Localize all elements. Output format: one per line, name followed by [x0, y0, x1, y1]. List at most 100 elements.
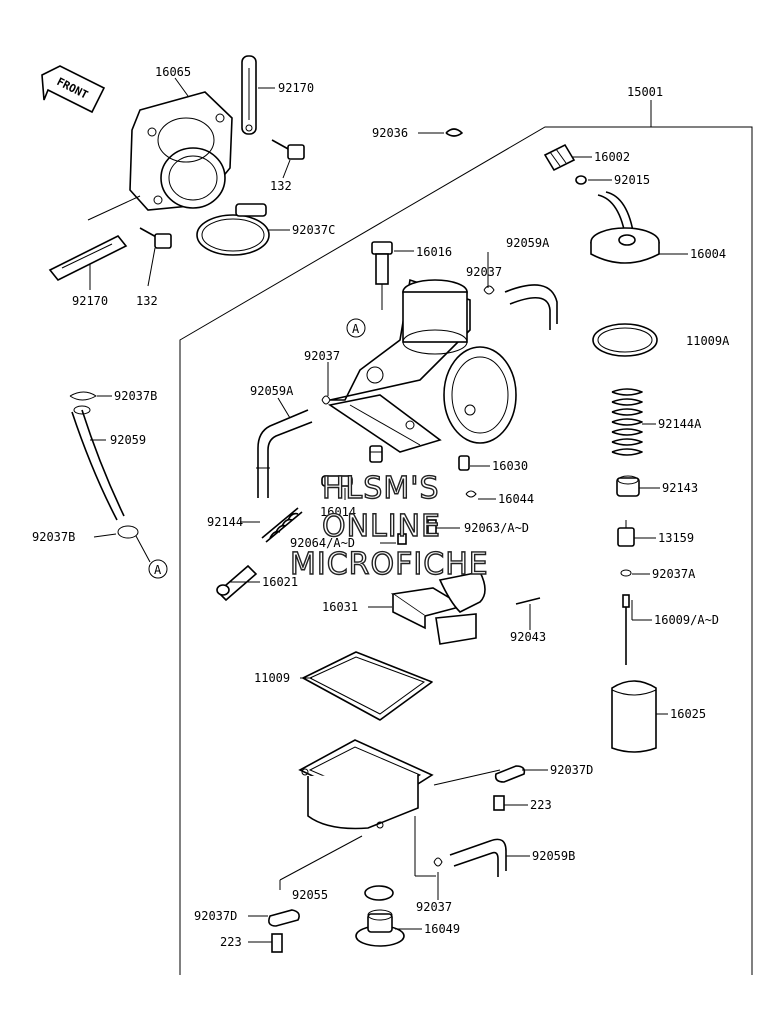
label-16065: 16065: [155, 65, 191, 79]
clip-13159: [617, 520, 635, 547]
main-jet-16014: [321, 475, 353, 487]
clamp-92037c: [196, 203, 270, 256]
label-16009: 16009/A~D: [654, 613, 719, 627]
label-16044: 16044: [498, 492, 534, 506]
part-92064: [397, 533, 407, 545]
label-92063: 92063/A~D: [464, 521, 529, 535]
hose-92059-end: [73, 405, 91, 415]
label-16025: 16025: [670, 707, 706, 721]
label-16031: 16031: [322, 600, 358, 614]
bolt-132-top: [271, 139, 305, 160]
label-92037b-lower: 92037B: [32, 530, 75, 544]
label-92144a: 92144A: [658, 417, 702, 431]
top-cap-16004: [590, 191, 660, 264]
label-132-top: 132: [270, 179, 292, 193]
label-92144: 92144: [207, 515, 243, 529]
leader-lines: [89, 77, 688, 943]
bolt-132-bottom: [139, 227, 172, 249]
throttle-valve-16025: [611, 680, 657, 753]
screw-223-right: [493, 795, 505, 811]
label-92059a-left: 92059A: [250, 384, 294, 398]
callout-a-lower: A: [148, 559, 168, 579]
label-92037a: 92037A: [652, 567, 696, 581]
hose-92059b: [449, 838, 507, 877]
pilot-jet: [369, 445, 383, 463]
svg-text:A: A: [352, 322, 360, 336]
gasket-11009: [302, 651, 433, 721]
callout-a-upper: A: [346, 318, 366, 338]
insulator-16065: [129, 91, 233, 211]
label-92064: 92064/A~D: [290, 536, 355, 550]
label-92170-top: 92170: [278, 81, 314, 95]
watermark-line-2: ONLINE: [322, 509, 441, 544]
nut-92015: [575, 175, 587, 185]
jet-16030: [458, 455, 470, 471]
pin-92043: [515, 597, 541, 605]
label-16030: 16030: [492, 459, 528, 473]
watermark: HLSM'S ONLINE MICROFICHE: [289, 470, 489, 582]
watermark-line-3: MICROFICHE: [290, 547, 489, 582]
hose-92059a-left: [257, 409, 313, 498]
plate-92037d-right: [494, 765, 526, 783]
label-223-right: 223: [530, 798, 552, 812]
label-15001: 15001: [627, 85, 663, 99]
label-13159: 13159: [658, 531, 694, 545]
spring-92144: [261, 507, 303, 543]
part-92063: [427, 519, 437, 535]
label-16014: 16014: [320, 505, 356, 519]
label-92059b: 92059B: [532, 849, 575, 863]
label-132-bottom: 132: [136, 294, 158, 308]
assembly-bracket: [179, 126, 753, 975]
label-223-left: 223: [220, 935, 242, 949]
label-92170-bottom: 92170: [72, 294, 108, 308]
retainer-92143: [616, 475, 640, 497]
label-92037-low: 92037: [416, 900, 452, 914]
drain-plug-16049: [355, 909, 405, 947]
carburetor-body: [327, 278, 517, 453]
label-11009a: 11009A: [686, 334, 730, 348]
watermark-line-1: HLSM'S: [322, 471, 440, 506]
label-92143: 92143: [662, 481, 698, 495]
svg-text:A: A: [154, 563, 162, 577]
label-92059: 92059: [110, 433, 146, 447]
part-labels: 16065 92170 132 92037C 92170 132 92036 1…: [32, 65, 730, 949]
clip-92036: [445, 128, 463, 137]
plate-92170-top: [241, 55, 257, 135]
o-ring-bowl: [364, 885, 394, 901]
label-92036: 92036: [372, 126, 408, 140]
clip-92037b-lower: [117, 525, 139, 539]
label-16002: 16002: [594, 150, 630, 164]
clip-16044: [465, 490, 477, 498]
plate-92170-bottom: [48, 234, 128, 282]
spring-92144a: [611, 388, 643, 456]
front-arrow: FRONT: [41, 65, 106, 114]
label-16004: 16004: [690, 247, 726, 261]
label-92037d-right: 92037D: [550, 763, 593, 777]
label-16021: 16021: [262, 575, 298, 589]
label-11009: 11009: [254, 671, 290, 685]
label-92037-upper: 92037: [466, 265, 502, 279]
hose-92059a-upper: [504, 284, 558, 330]
label-92055: 92055: [292, 888, 328, 902]
label-92037d-left: 92037D: [194, 909, 237, 923]
hose-92059: [71, 409, 125, 521]
label-92043: 92043: [510, 630, 546, 644]
cable-adjuster-16002: [543, 143, 576, 172]
label-16016: 16016: [416, 245, 452, 259]
label-92015: 92015: [614, 173, 650, 187]
label-92037c: 92037C: [292, 223, 335, 237]
label-92037-mid: 92037: [304, 349, 340, 363]
label-92037b-upper: 92037B: [114, 389, 157, 403]
screw-223-left: [271, 933, 283, 953]
screw-16021: [216, 564, 258, 602]
float-bowl: [298, 739, 434, 830]
clip-92037-low: [433, 857, 443, 867]
clip-92037a: [620, 569, 632, 577]
clip-92037-upper: [483, 285, 495, 295]
clip-92037-mid: [321, 395, 331, 405]
air-screw-16016: [371, 241, 393, 310]
plate-92037d-left: [268, 909, 300, 927]
float-16031: [390, 571, 486, 645]
label-16049: 16049: [424, 922, 460, 936]
